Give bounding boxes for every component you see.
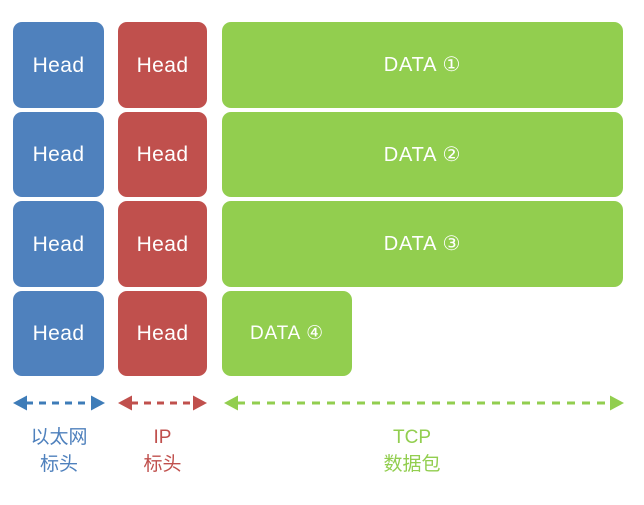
- double-headed-dashed-arrow-icon: [224, 395, 624, 411]
- ethernet-header-box-row-3: Head: [13, 201, 104, 287]
- ip-header-box-row-2: Head: [118, 112, 207, 197]
- ethernet-header-label: Head: [32, 322, 85, 345]
- tcp-data-label: DATA ③: [383, 233, 462, 255]
- ip-header-label: Head: [136, 322, 189, 345]
- ip-header-box-row-1: Head: [118, 22, 207, 108]
- ip-header-label: Head: [136, 53, 189, 77]
- ethernet-header-label: Head: [32, 53, 85, 77]
- ethernet-caption-line-2: 标头: [39, 453, 78, 475]
- tcp-data-box-row-1: DATA ①: [222, 22, 623, 108]
- ethernet-header-box-row-4: Head: [13, 291, 104, 376]
- ip-caption-line-2: 标头: [143, 453, 182, 475]
- ip-header-label: Head: [136, 232, 189, 256]
- tcp-data-box-row-4: DATA ④: [222, 291, 352, 376]
- ethernet-header-label: Head: [32, 143, 85, 166]
- tcp-span-arrow: [224, 392, 624, 414]
- ip-header-box-row-4: Head: [118, 291, 207, 376]
- ip-caption: IP 标头: [118, 425, 207, 479]
- tcp-data-label: DATA ④: [250, 323, 324, 344]
- ethernet-caption-line-1: 以太网: [30, 427, 88, 448]
- tcp-data-box-row-2: DATA ②: [222, 112, 623, 197]
- ip-caption-line-1: IP: [153, 427, 172, 448]
- ethernet-header-box-row-2: Head: [13, 112, 104, 197]
- ethernet-header-label: Head: [32, 232, 85, 256]
- tcp-caption-line-1: TCP: [393, 427, 431, 448]
- tcp-caption-line-2: 数据包: [383, 453, 441, 475]
- double-headed-dashed-arrow-icon: [118, 395, 207, 411]
- ethernet-caption: 以太网 标头: [13, 425, 105, 479]
- tcp-data-label: DATA ②: [383, 143, 462, 166]
- ethernet-header-box-row-1: Head: [13, 22, 104, 108]
- ip-header-label: Head: [136, 143, 189, 166]
- double-headed-dashed-arrow-icon: [13, 395, 105, 411]
- tcp-data-box-row-3: DATA ③: [222, 201, 623, 287]
- ethernet-span-arrow: [13, 392, 105, 414]
- ip-header-box-row-3: Head: [118, 201, 207, 287]
- tcp-data-label: DATA ①: [383, 54, 462, 76]
- tcp-caption: TCP 数据包: [347, 425, 477, 479]
- ip-span-arrow: [118, 392, 207, 414]
